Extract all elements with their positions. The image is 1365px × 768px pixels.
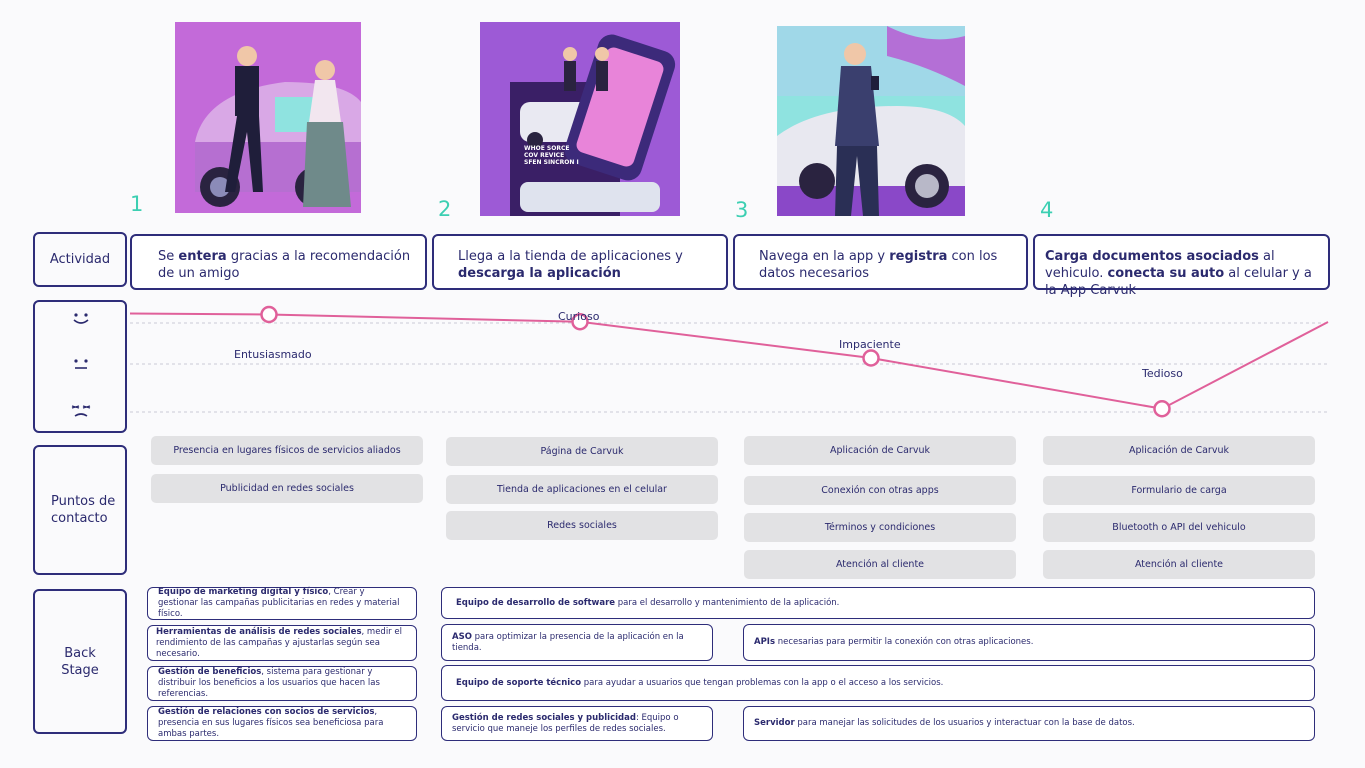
step-number-1: 1 <box>130 192 144 216</box>
backstage-marketing-strong: Equipo de marketing digital y físico <box>158 587 329 597</box>
activity-3-text-strong: registra <box>889 249 948 264</box>
step-number-2: 2 <box>438 197 452 221</box>
backstage-soporte-strong: Equipo de soporte técnico <box>456 677 582 688</box>
emotion-point-4 <box>1153 400 1171 418</box>
row-label-back-stage-text: Back Stage <box>61 645 99 678</box>
backstage-marketing: Equipo de marketing digital y físico, Cr… <box>147 587 417 620</box>
touchpoint-3-2: Conexión con otras apps <box>744 476 1016 505</box>
emotion-point-3 <box>862 349 880 367</box>
emotion-point-1 <box>260 305 278 324</box>
activity-2-text-a: Llega a la tienda de aplicaciones y <box>458 249 683 264</box>
backstage-beneficios: Gestión de beneficios, sistema para gest… <box>147 666 417 701</box>
touchpoint-3-3: Términos y condiciones <box>744 513 1016 542</box>
backstage-redes: Gestión de redes sociales y publicidad: … <box>441 706 713 741</box>
activity-2-text-strong: descarga la aplicación <box>458 266 621 281</box>
activity-4-text-a: al vehiculo. <box>1045 249 1275 281</box>
backstage-desarrollo: Equipo de desarrollo de software para el… <box>441 587 1315 619</box>
emotion-label-1: Entusiasmado <box>234 348 312 361</box>
activity-card-4: Carga documentos asociados al vehiculo. … <box>1033 234 1330 298</box>
backstage-beneficios-strong: Gestión de beneficios <box>158 667 262 677</box>
backstage-analisis-rest: , medir el rendimiento de las campañas y… <box>156 626 402 659</box>
activity-card-1: Se entera gracias a la recomendación de … <box>130 234 427 290</box>
activity-card-3: Navega en la app y registra con los dato… <box>733 234 1028 290</box>
poster-text: WHOE SORCE COV REVICE SFEN SINCRON I <box>524 145 579 166</box>
touchpoint-3-1: Aplicación de Carvuk <box>744 436 1016 465</box>
activity-1-text-b: gracias a la recomendación de un amigo <box>158 249 411 281</box>
backstage-beneficios-rest: , sistema para gestionar y distribuir lo… <box>158 667 380 699</box>
happy-face-icon <box>66 310 96 328</box>
illustration-app-store-poster: WHOE SORCE COV REVICE SFEN SINCRON I <box>480 22 680 216</box>
backstage-aso-rest: para optimizar la presencia de la aplica… <box>452 631 684 653</box>
backstage-analisis-strong: Herramientas de análisis de redes social… <box>156 626 362 637</box>
backstage-relaciones-rest: , presencia en sus lugares físicos sea b… <box>158 707 384 739</box>
activity-card-2: Llega a la tienda de aplicaciones y desc… <box>432 234 728 290</box>
backstage-redes-rest: : Equipo o servicio que maneje los perfi… <box>452 712 679 734</box>
backstage-apis-rest: necesarias para permitir la conexión con… <box>775 637 1034 647</box>
backstage-soporte: Equipo de soporte técnico para ayudar a … <box>441 665 1315 701</box>
touchpoint-1-1: Presencia en lugares físicos de servicio… <box>151 436 423 465</box>
row-label-puntos-contacto-text: Puntos de contacto <box>51 494 116 526</box>
row-label-back-stage: Back Stage <box>33 589 127 734</box>
backstage-apis-strong: APIs <box>754 637 776 647</box>
step-number-3: 3 <box>735 198 749 222</box>
backstage-aso: ASO para optimizar la presencia de la ap… <box>441 624 713 661</box>
touchpoint-3-4: Atención al cliente <box>744 550 1016 579</box>
illustration-man-using-phone <box>777 26 965 216</box>
touchpoint-2-1: Página de Carvuk <box>446 437 718 466</box>
activity-3-text-b: con los datos necesarios <box>759 249 998 281</box>
sad-face-icon <box>66 402 96 420</box>
emotion-point-2 <box>571 313 589 331</box>
row-label-actividad-text: Actividad <box>49 252 111 267</box>
activity-1-text-strong: entera <box>178 249 227 264</box>
backstage-relaciones-strong: Gestión de relaciones con socios de serv… <box>158 707 375 717</box>
row-label-puntos-contacto: Puntos de contacto <box>33 445 127 575</box>
step-number-4: 4 <box>1040 198 1054 222</box>
emotion-label-2: Curioso <box>558 310 600 323</box>
neutral-face-icon <box>66 356 96 374</box>
backstage-relaciones: Gestión de relaciones con socios de serv… <box>147 706 417 741</box>
backstage-servidor-strong: Servidor <box>754 718 795 728</box>
activity-3-text-a: Navega en la app y <box>759 249 890 264</box>
backstage-servidor-rest: para manejar las solicitudes de los usua… <box>794 718 1135 728</box>
emotion-line <box>129 312 1329 410</box>
touchpoint-4-1: Aplicación de Carvuk <box>1043 436 1315 465</box>
backstage-apis: APIs necesarias para permitir la conexió… <box>743 624 1315 661</box>
backstage-servidor: Servidor para manejar las solicitudes de… <box>743 706 1315 741</box>
touchpoint-4-3: Bluetooth o API del vehiculo <box>1043 513 1315 542</box>
row-label-actividad: Actividad <box>33 232 127 287</box>
touchpoint-1-2: Publicidad en redes sociales <box>151 474 423 503</box>
illustration-friends-recommendation <box>175 22 361 213</box>
backstage-aso-strong: ASO <box>452 631 472 642</box>
touchpoint-2-2: Tienda de aplicaciones en el celular <box>446 475 718 504</box>
activity-4-text-strong-a: Carga documentos asociados <box>1045 249 1259 264</box>
emotion-label-4: Tedioso <box>1142 367 1183 380</box>
touchpoint-4-2: Formulario de carga <box>1043 476 1315 505</box>
activity-4-text-strong-b: conecta su auto <box>1107 266 1225 281</box>
backstage-analisis: Herramientas de análisis de redes social… <box>147 625 417 661</box>
backstage-desarrollo-rest: para el desarrollo y mantenimiento de la… <box>615 597 840 608</box>
backstage-marketing-rest: , Crear y gestionar las campañas publici… <box>158 587 400 619</box>
backstage-redes-strong: Gestión de redes sociales y publicidad <box>452 712 636 723</box>
touchpoint-2-3: Redes sociales <box>446 511 718 540</box>
activity-4-text-b: al celular y a la App Carvuk <box>1045 266 1312 298</box>
emotion-label-3: Impaciente <box>839 338 901 351</box>
backstage-soporte-rest: para ayudar a usuarios que tengan proble… <box>581 677 944 688</box>
backstage-desarrollo-strong: Equipo de desarrollo de software <box>456 597 616 608</box>
touchpoint-4-4: Atención al cliente <box>1043 550 1315 579</box>
activity-1-text-a: Se <box>158 249 179 264</box>
